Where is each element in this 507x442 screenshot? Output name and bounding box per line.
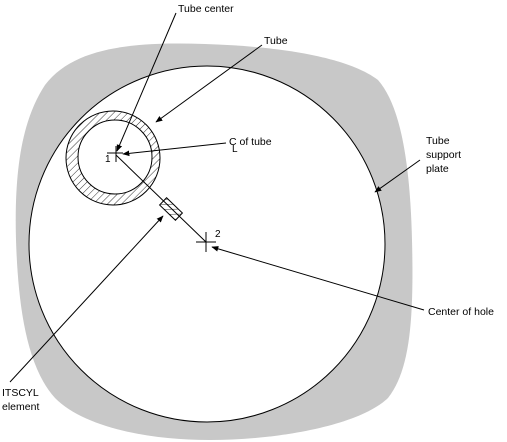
plate-hole — [28, 65, 386, 423]
tube-center-mark — [107, 146, 123, 162]
leader-center-of-hole — [211, 246, 425, 311]
leader-tube-center — [116, 12, 177, 152]
leader-tube-support-plate — [374, 159, 421, 193]
itscyl-element-symbol — [158, 197, 184, 221]
label-tube-support-plate-1: Tube — [426, 135, 450, 147]
label-itscyl-2: element — [2, 401, 39, 413]
label-cl-of-tube: C of tube — [229, 136, 272, 148]
tube — [65, 110, 161, 206]
leader-itscyl-element — [9, 215, 164, 383]
label-tube-support-plate-3: plate — [426, 163, 449, 175]
label-center-of-hole: Center of hole — [428, 306, 494, 318]
itscyl-connector — [115, 154, 207, 243]
node-2-label: 2 — [215, 229, 221, 240]
label-itscyl-1: ITSCYL — [2, 387, 39, 399]
node-1-label: 1 — [105, 154, 111, 165]
label-tube: Tube — [264, 35, 288, 47]
leader-tube — [155, 44, 263, 123]
label-tube-center: Tube center — [178, 3, 234, 15]
leader-cl-of-tube — [122, 142, 227, 157]
label-tube-support-plate-2: support — [426, 149, 461, 161]
label-cl-subscript: L — [232, 144, 238, 155]
